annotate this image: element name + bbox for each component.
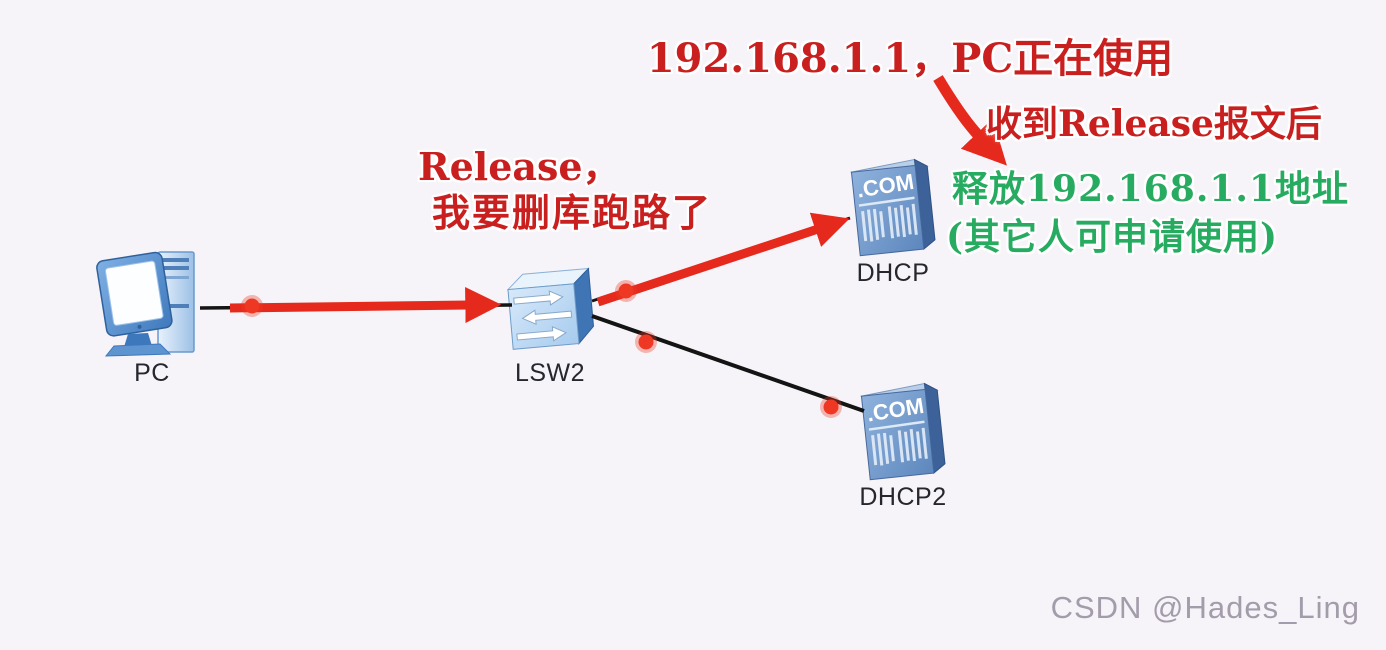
device-pc[interactable]: PC	[92, 246, 212, 388]
port-dot-lsw2-dhcp2-side	[638, 334, 654, 350]
port-dot-glow	[241, 295, 263, 317]
pc-stand	[104, 333, 172, 357]
annotation-release-line2: 我要删库跑路了	[432, 190, 713, 236]
annotation-others-can-request: (其它人可申请使用)	[946, 216, 1279, 258]
device-dhcp2[interactable]: .COM DHCP2	[853, 374, 953, 512]
port-dot-dhcp2-side	[823, 399, 839, 415]
annotation-arrow	[933, 75, 1007, 166]
annotation-release-message: Release， 我要删库跑路了	[418, 144, 712, 237]
annotation-release-line1: Release，	[418, 144, 621, 189]
switch-icon	[506, 267, 595, 350]
csdn-watermark: CSDN @Hades_Ling	[1050, 590, 1360, 625]
server-icon: .COM	[859, 382, 946, 481]
device-lsw2[interactable]: LSW2	[498, 264, 602, 388]
device-label-lsw2: LSW2	[514, 359, 586, 387]
device-label-dhcp2: DHCP2	[859, 483, 947, 511]
port-dot-glow	[615, 280, 637, 302]
server-barcode	[871, 427, 928, 466]
switch-arrows	[513, 290, 573, 342]
port-dot-glow	[820, 396, 842, 418]
device-dhcp[interactable]: .COM DHCP	[843, 150, 943, 288]
port-dot-lsw2-dhcp-side	[618, 283, 634, 299]
link-pc-lsw2[interactable]	[199, 303, 513, 310]
pc-monitor	[96, 251, 173, 337]
device-label-dhcp: DHCP	[856, 259, 930, 287]
server-divider	[858, 196, 915, 207]
packet-arrow-pc-to-lsw2	[229, 287, 502, 324]
annotation-release-received: 收到Release报文后	[986, 103, 1322, 145]
server-divider	[868, 420, 925, 431]
link-lsw2-dhcp2[interactable]	[591, 314, 865, 413]
port-dot-glow	[635, 331, 657, 353]
device-label-pc: PC	[134, 359, 170, 387]
server-barcode	[861, 203, 918, 242]
server-icon: .COM	[849, 158, 936, 257]
annotation-release-ip: 释放192.168.1.1地址	[952, 168, 1349, 210]
pc-icon	[96, 251, 195, 357]
packet-arrow-lsw2-to-dhcp	[596, 212, 850, 307]
port-dot-pc-side	[244, 298, 260, 314]
annotation-ip-in-use: 192.168.1.1，PC正在使用	[646, 35, 1174, 82]
